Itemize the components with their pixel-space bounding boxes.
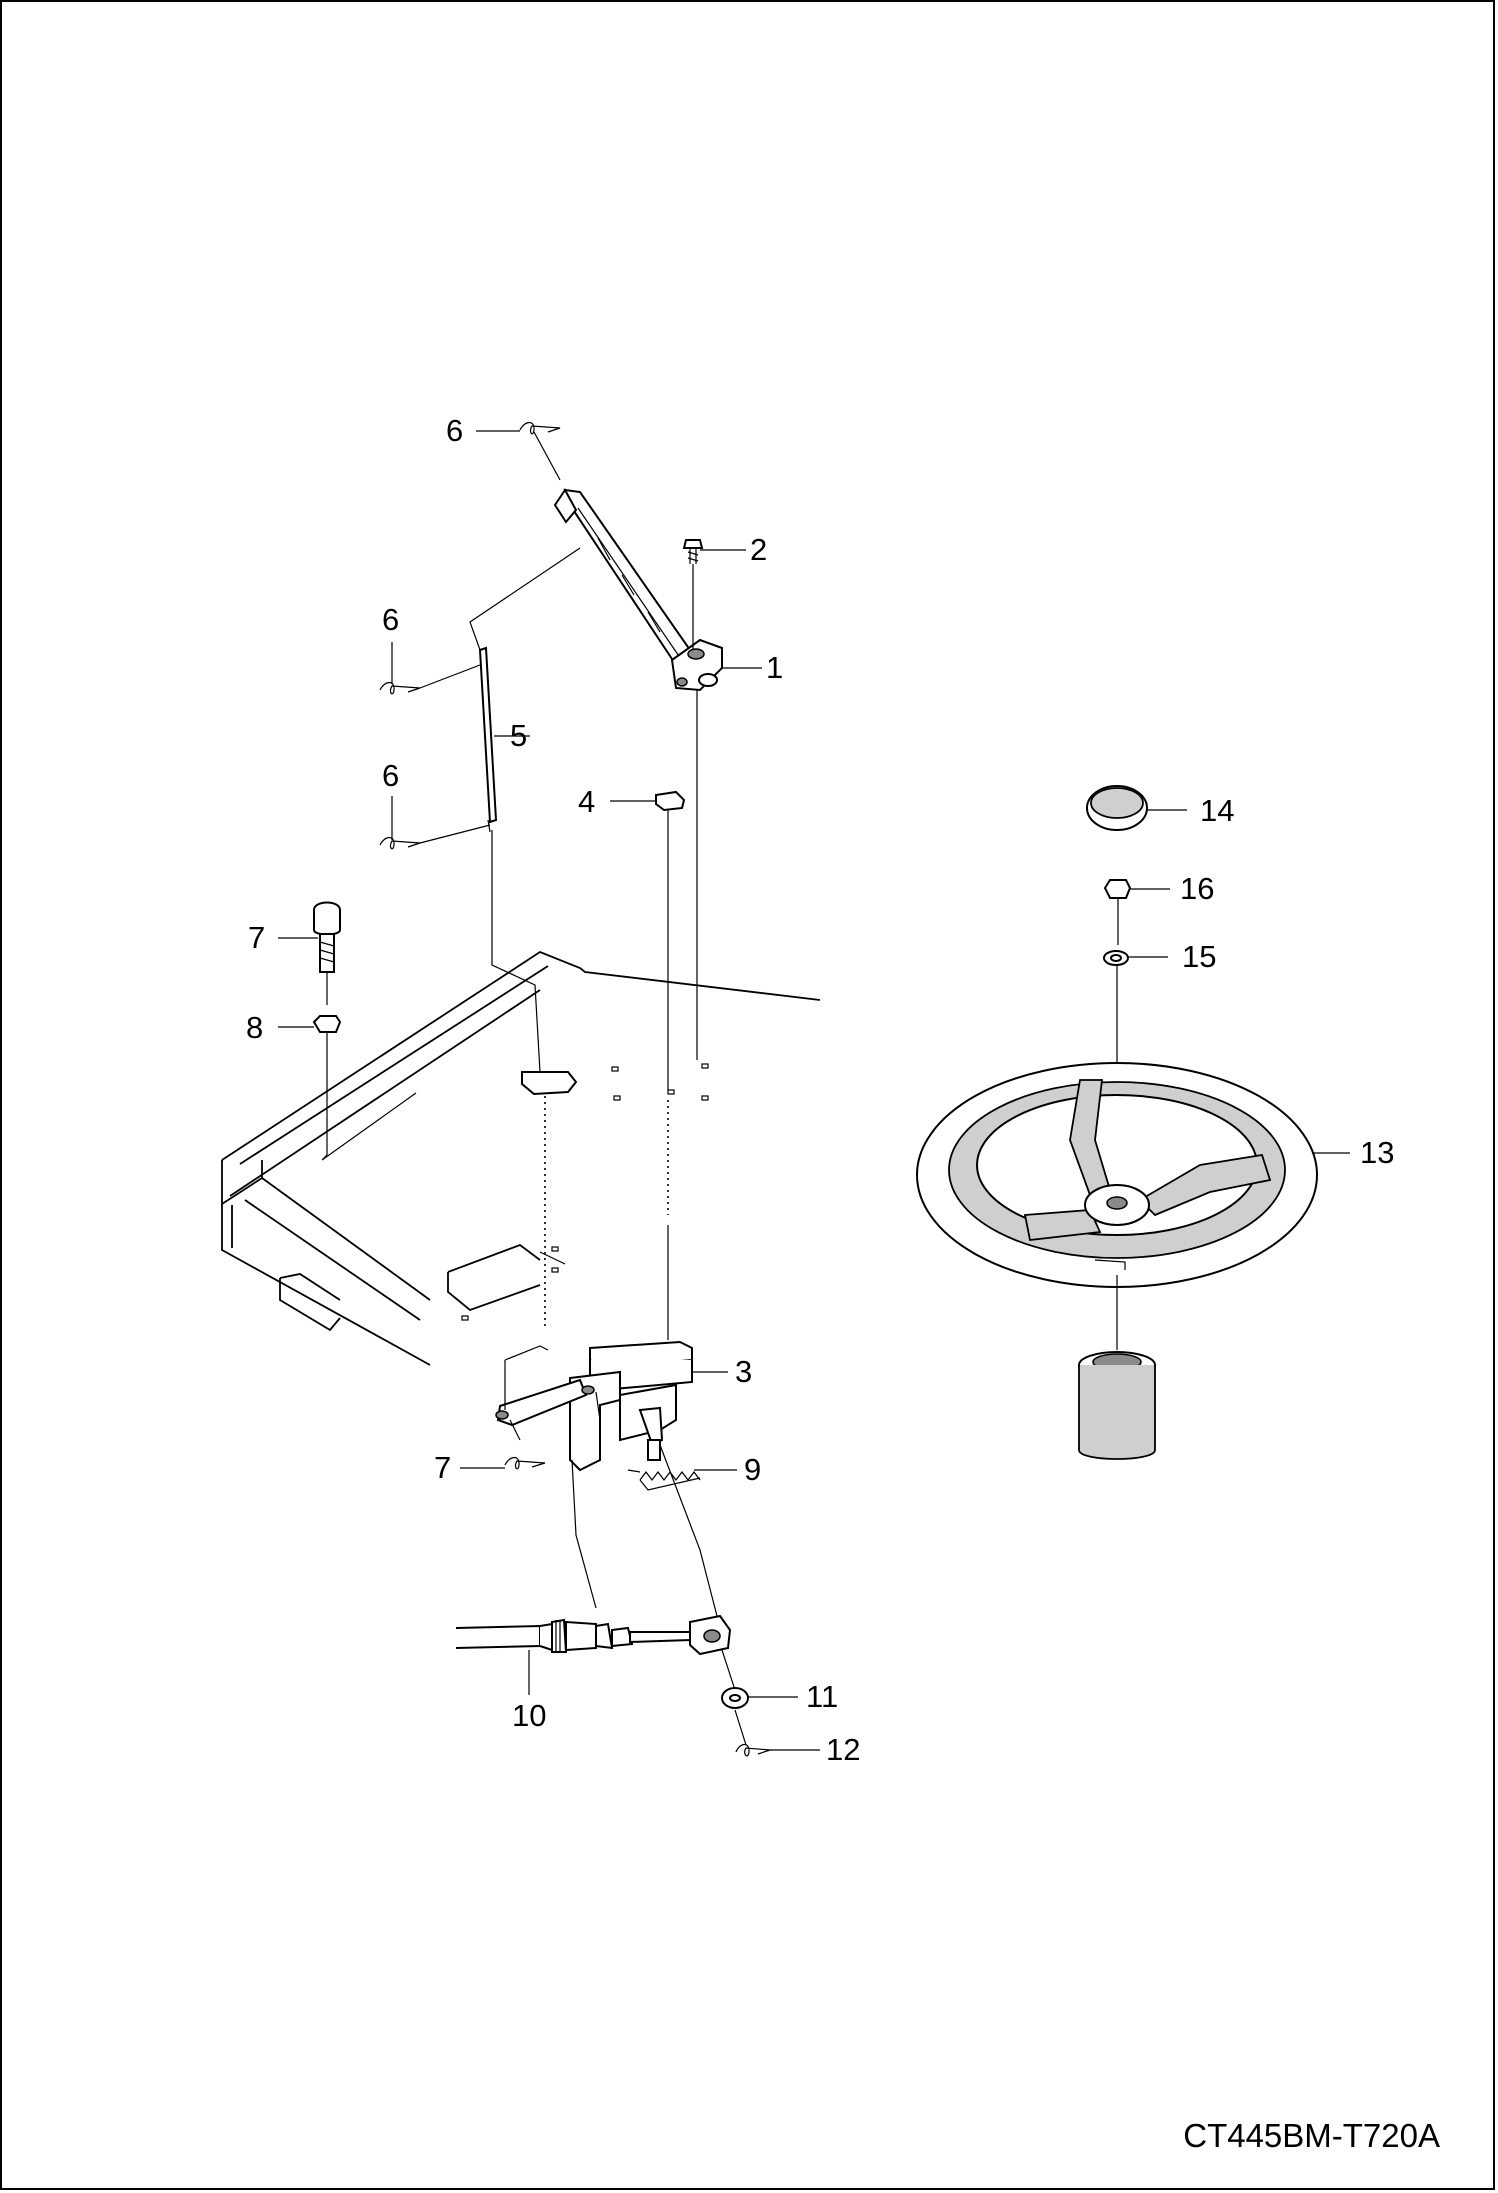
callout-9: 9 bbox=[744, 1452, 762, 1487]
washer-11 bbox=[721, 1687, 749, 1746]
return-spring-9 bbox=[627, 1469, 701, 1491]
steering-column-boot bbox=[1078, 1351, 1156, 1460]
bolt-2 bbox=[682, 539, 704, 650]
nut-16 bbox=[1103, 879, 1132, 945]
callout-4: 4 bbox=[578, 784, 596, 819]
brake-cable-10 bbox=[455, 1614, 736, 1691]
cable-route-right bbox=[659, 1444, 719, 1621]
callout-11: 11 bbox=[806, 1679, 839, 1714]
rod-link-line bbox=[469, 547, 581, 651]
callout-6-low: 6 bbox=[382, 758, 400, 793]
callout-14: 14 bbox=[1200, 793, 1235, 828]
bolt-4 bbox=[655, 790, 686, 1340]
callout-12: 12 bbox=[826, 1732, 861, 1767]
brake-lever-arm bbox=[553, 488, 724, 692]
clip-6-mid bbox=[379, 664, 481, 695]
callout-1: 1 bbox=[766, 650, 784, 685]
drawing-code: CT445BM-T720A bbox=[1183, 2117, 1440, 2154]
nut-8 bbox=[312, 1015, 417, 1161]
clip-7-lower bbox=[504, 1345, 549, 1470]
callout-8: 8 bbox=[246, 1010, 264, 1045]
rod-to-plate-line bbox=[491, 830, 541, 1073]
callout-15: 15 bbox=[1182, 939, 1217, 974]
bolt-7-upper bbox=[313, 901, 341, 1005]
callout-3: 3 bbox=[735, 1354, 753, 1389]
callout-leaders bbox=[278, 430, 1350, 1751]
callout-7-upper: 7 bbox=[248, 920, 266, 955]
floor-plate bbox=[221, 950, 821, 1366]
plate-grommet bbox=[521, 1071, 578, 1096]
callout-16: 16 bbox=[1180, 871, 1215, 906]
clip-6-low bbox=[379, 824, 491, 850]
callout-13: 13 bbox=[1360, 1135, 1395, 1170]
clip-6-top bbox=[519, 421, 561, 481]
callout-6-mid: 6 bbox=[382, 602, 400, 637]
washer-15 bbox=[1103, 950, 1129, 966]
control-rod-5 bbox=[478, 646, 498, 833]
cap-14 bbox=[1086, 785, 1148, 831]
steering-wheel-13 bbox=[916, 1062, 1318, 1350]
mounting-holes bbox=[461, 1063, 709, 1321]
pedal-bracket-3 bbox=[495, 1340, 693, 1472]
callout-5: 5 bbox=[510, 718, 528, 753]
callout-6-top: 6 bbox=[446, 413, 464, 448]
clip-12 bbox=[735, 1743, 771, 1757]
callout-7-lower: 7 bbox=[434, 1450, 452, 1485]
callout-2: 2 bbox=[750, 532, 768, 567]
cable-route-left bbox=[571, 1459, 597, 1609]
callout-10: 10 bbox=[512, 1698, 547, 1733]
